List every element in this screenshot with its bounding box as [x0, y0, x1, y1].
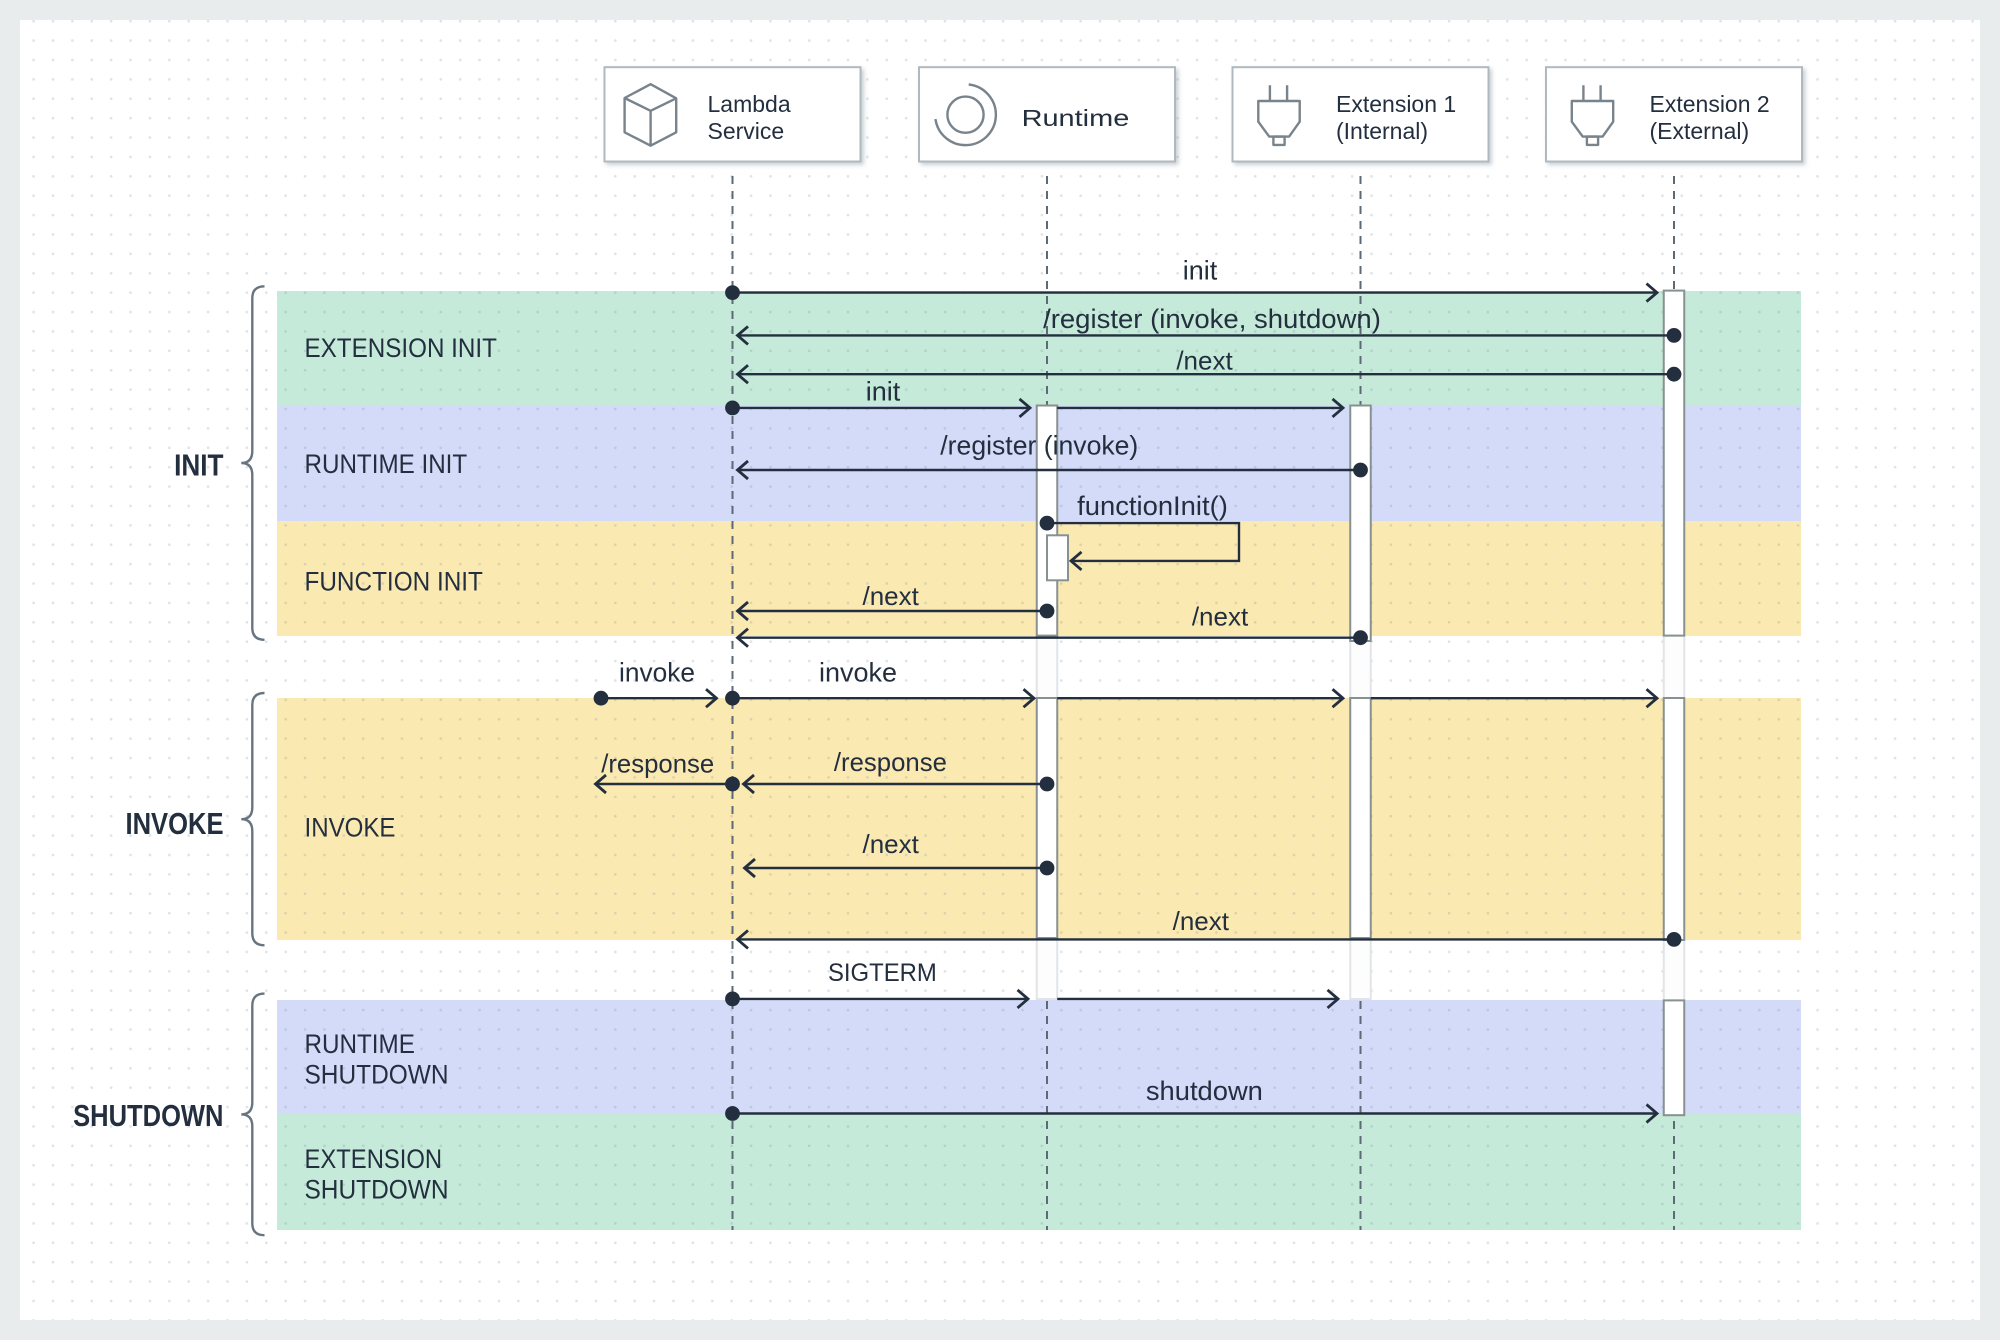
svg-text:init: init: [866, 377, 901, 407]
svg-text:SIGTERM: SIGTERM: [828, 959, 937, 987]
svg-text:Extension 1: Extension 1: [1336, 91, 1456, 117]
svg-text:(Internal): (Internal): [1336, 118, 1428, 144]
svg-text:shutdown: shutdown: [1146, 1076, 1263, 1106]
svg-text:Lambda: Lambda: [708, 91, 791, 117]
svg-text:/response: /response: [834, 747, 947, 777]
svg-text:INVOKE: INVOKE: [126, 806, 224, 841]
svg-text:Extension 2: Extension 2: [1650, 91, 1770, 117]
svg-text:SHUTDOWN: SHUTDOWN: [305, 1059, 449, 1089]
svg-text:/register (invoke, shutdown): /register (invoke, shutdown): [1043, 304, 1381, 334]
svg-text:RUNTIME INIT: RUNTIME INIT: [305, 449, 468, 479]
svg-text:EXTENSION: EXTENSION: [305, 1144, 443, 1174]
svg-text:/response: /response: [601, 749, 714, 779]
svg-text:FUNCTION INIT: FUNCTION INIT: [305, 567, 483, 597]
svg-text:invoke: invoke: [819, 658, 897, 688]
svg-text:(External): (External): [1650, 118, 1750, 144]
svg-text:/next: /next: [863, 829, 920, 859]
svg-text:init: init: [1183, 256, 1218, 286]
svg-text:/next: /next: [863, 581, 920, 611]
svg-text:functionInit(): functionInit(): [1077, 491, 1228, 521]
svg-text:/register (invoke): /register (invoke): [940, 431, 1138, 461]
svg-text:INVOKE: INVOKE: [305, 813, 396, 843]
svg-text:INIT: INIT: [174, 448, 223, 483]
svg-text:Service: Service: [708, 118, 785, 144]
svg-text:/next: /next: [1192, 602, 1249, 632]
svg-text:/next: /next: [1176, 346, 1233, 376]
svg-text:SHUTDOWN: SHUTDOWN: [305, 1174, 449, 1204]
svg-text:Runtime: Runtime: [1022, 105, 1130, 131]
svg-text:/next: /next: [1173, 906, 1230, 936]
svg-text:invoke: invoke: [619, 658, 695, 688]
svg-text:SHUTDOWN: SHUTDOWN: [73, 1098, 223, 1133]
svg-text:EXTENSION INIT: EXTENSION INIT: [305, 333, 497, 363]
svg-text:RUNTIME: RUNTIME: [305, 1029, 415, 1059]
